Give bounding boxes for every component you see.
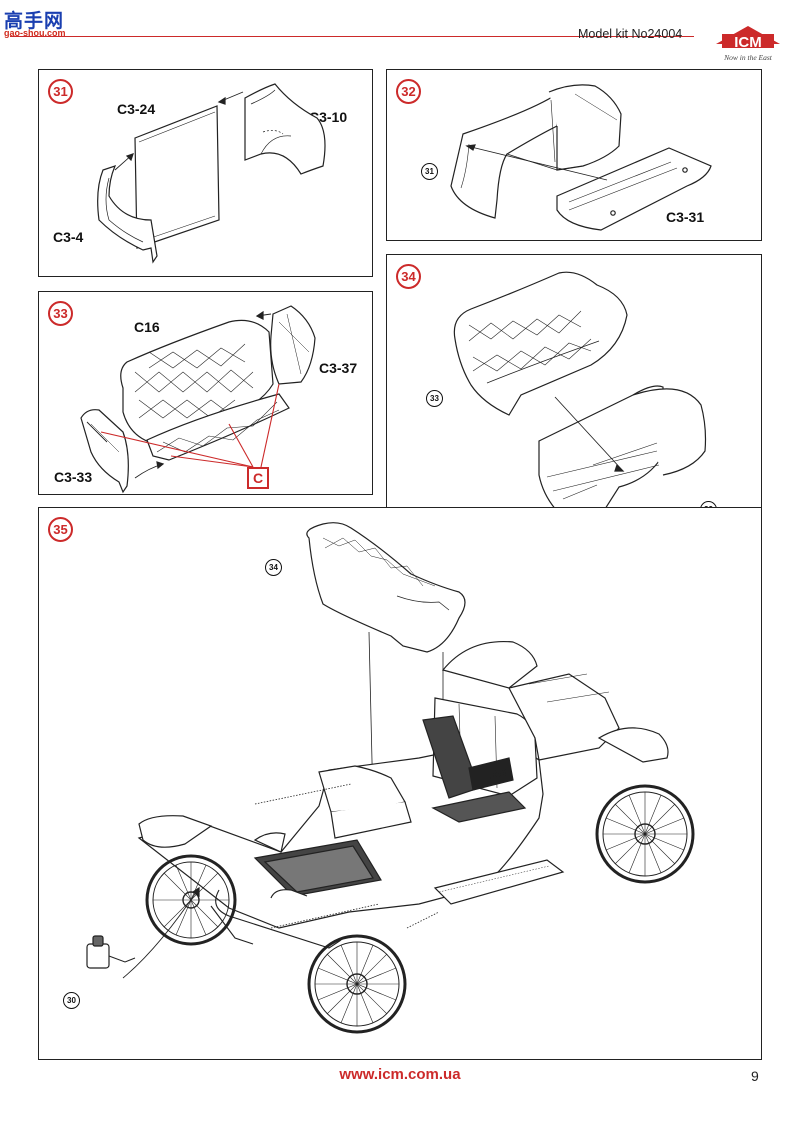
ref-step-33: 33 [426, 390, 443, 407]
step-31-drawing [97, 83, 326, 264]
step-35-panel: 35 34 30 [38, 507, 762, 1060]
step-35-drawing: Ford [86, 522, 695, 1034]
step-34-panel: 34 33 32 [386, 254, 762, 549]
step-31-number: 31 [48, 79, 73, 104]
step-33-panel: 33 C16 C3-37 C3-33 C [38, 291, 373, 495]
icm-logo: ICM Now in the East [708, 22, 788, 68]
part-label-c16: C16 [134, 319, 160, 335]
ref-step-34: 34 [265, 559, 282, 576]
part-label-c3-33: C3-33 [54, 469, 93, 485]
header-rule [10, 36, 694, 37]
footer-url: www.icm.com.ua [339, 1066, 461, 1083]
page-number: 9 [751, 1068, 759, 1084]
part-label-c3-37: C3-37 [319, 360, 358, 376]
step-31-panel: 31 C3-24 C3-10 C3-4 [38, 69, 373, 277]
ref-step-30: 30 [63, 992, 80, 1009]
step-32-drawing [450, 84, 712, 231]
step-32-number: 32 [396, 79, 421, 104]
logo-slogan: Now in the East [723, 53, 773, 62]
part-label-c3-4: C3-4 [53, 229, 84, 245]
ref-step-31: 31 [421, 163, 438, 180]
logo-text: ICM [734, 34, 762, 51]
step-34-drawing [453, 271, 707, 532]
step-33-number: 33 [48, 301, 73, 326]
step-34-number: 34 [396, 264, 421, 289]
svg-text:Ford: Ford [488, 766, 509, 780]
watermark: 高手网 gao-shou.com [4, 6, 78, 38]
sprue-c-marker: C [247, 467, 269, 489]
step-35-number: 35 [48, 517, 73, 542]
watermark-url: gao-shou.com [4, 28, 66, 38]
part-label-c3-31: C3-31 [666, 209, 705, 225]
model-kit-number: Model kit No24004 [578, 27, 683, 41]
step-32-panel: 32 31 C3-31 [386, 69, 762, 241]
watermark-chinese: 高手网 [4, 11, 65, 32]
part-label-c3-24: C3-24 [117, 101, 156, 117]
step-33-drawing [80, 305, 316, 494]
